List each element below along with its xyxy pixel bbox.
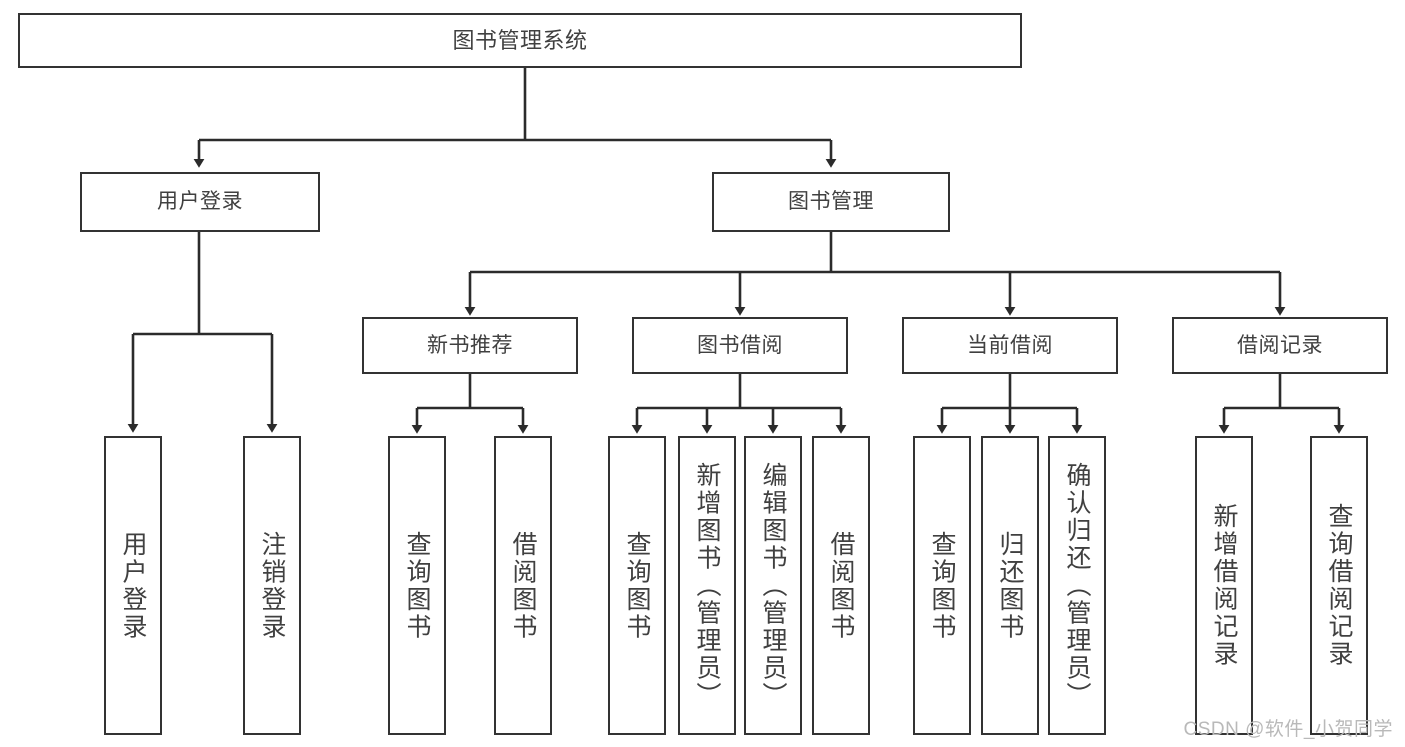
node-label: 借阅图书 [509, 530, 537, 641]
node-label: 借阅记录 [1237, 333, 1323, 357]
node-book-borrow[interactable]: 图书借阅 [632, 317, 848, 374]
node-book-management[interactable]: 图书管理 [712, 172, 950, 232]
leaf-borrow-query-book[interactable]: 查询图书 [608, 436, 666, 735]
watermark-text: CSDN @软件_小贺同学 [1183, 719, 1393, 740]
node-label: 查询图书 [403, 530, 431, 641]
leaf-record-add-record[interactable]: 新增借阅记录 [1195, 436, 1253, 735]
leaf-current-query-book[interactable]: 查询图书 [913, 436, 971, 735]
leaf-recommend-query-book[interactable]: 查询图书 [388, 436, 446, 735]
leaf-current-confirm-return-admin[interactable]: 确认归还（管理员） [1048, 436, 1106, 735]
leaf-borrow-add-book-admin[interactable]: 新增图书（管理员） [678, 436, 736, 735]
node-label: 图书管理系统 [452, 27, 588, 53]
node-label: 确认归还（管理员） [1063, 461, 1091, 710]
node-label: 图书管理 [788, 190, 874, 214]
node-label: 图书借阅 [697, 333, 783, 357]
leaf-recommend-borrow-book[interactable]: 借阅图书 [494, 436, 552, 735]
node-label: 新增借阅记录 [1210, 503, 1238, 668]
node-label: 当前借阅 [967, 333, 1053, 357]
leaf-record-query-record[interactable]: 查询借阅记录 [1310, 436, 1368, 735]
node-label: 注销登录 [258, 530, 286, 641]
node-label: 用户登录 [157, 190, 243, 214]
node-user-login[interactable]: 用户登录 [80, 172, 320, 232]
node-label: 查询图书 [928, 530, 956, 641]
node-label: 查询借阅记录 [1325, 503, 1353, 668]
leaf-user-login-login[interactable]: 用户登录 [104, 436, 162, 735]
node-label: 归还图书 [996, 530, 1024, 641]
node-borrow-record[interactable]: 借阅记录 [1172, 317, 1388, 374]
node-new-book-recommend[interactable]: 新书推荐 [362, 317, 578, 374]
node-label: 借阅图书 [827, 530, 855, 641]
node-label: 查询图书 [623, 530, 651, 641]
node-label: 用户登录 [119, 530, 147, 641]
leaf-borrow-borrow-book[interactable]: 借阅图书 [812, 436, 870, 735]
node-label: 新增图书（管理员） [693, 461, 721, 710]
node-root-system[interactable]: 图书管理系统 [18, 13, 1022, 68]
node-current-borrow[interactable]: 当前借阅 [902, 317, 1118, 374]
node-label: 新书推荐 [427, 333, 513, 357]
leaf-user-login-logout[interactable]: 注销登录 [243, 436, 301, 735]
leaf-current-return-book[interactable]: 归还图书 [981, 436, 1039, 735]
leaf-borrow-edit-book-admin[interactable]: 编辑图书（管理员） [744, 436, 802, 735]
node-label: 编辑图书（管理员） [759, 461, 787, 710]
